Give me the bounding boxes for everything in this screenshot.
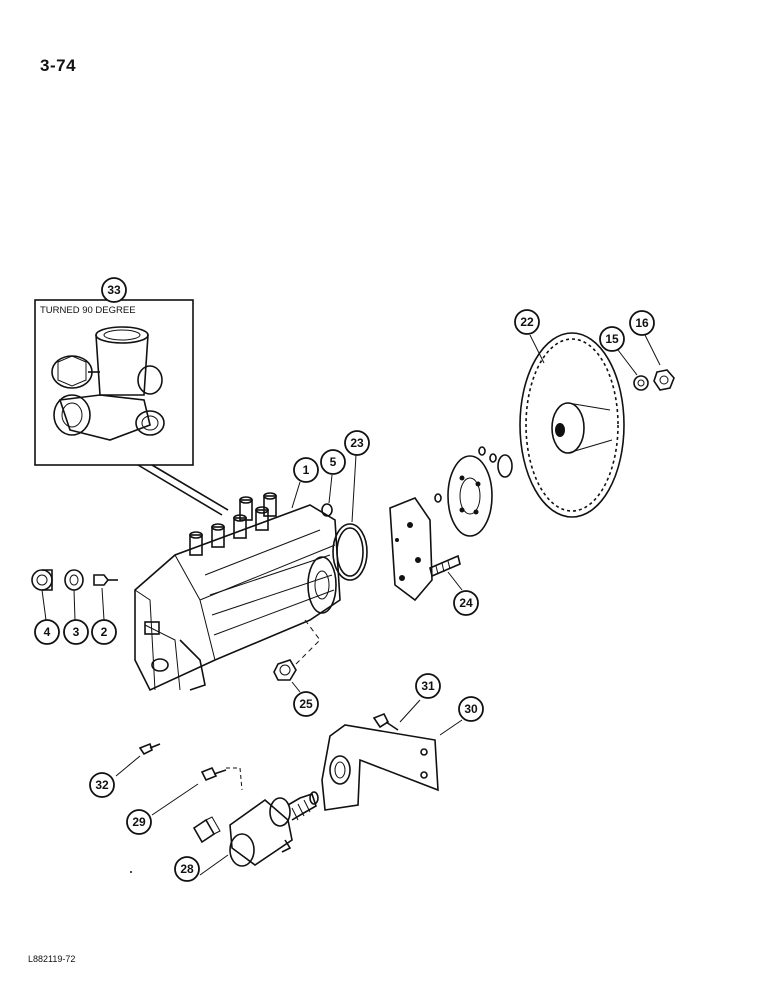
svg-text:4: 4 [44, 625, 51, 639]
stud [429, 554, 463, 591]
svg-text:23: 23 [350, 436, 364, 450]
inset-label: TURNED 90 DEGREE [40, 305, 136, 316]
svg-text:30: 30 [464, 702, 478, 716]
svg-text:1: 1 [303, 463, 310, 477]
svg-text:22: 22 [520, 315, 534, 329]
callout-3: 3 [63, 619, 89, 645]
callout-33: 33 [101, 277, 127, 303]
callout-16: 16 [629, 310, 655, 336]
callout-30: 30 [458, 696, 484, 722]
adapter-plate [389, 497, 433, 602]
svg-text:3: 3 [73, 625, 80, 639]
callout-4: 4 [34, 619, 60, 645]
callout-25: 25 [293, 691, 319, 717]
gasket-ring [332, 523, 368, 581]
svg-text:31: 31 [421, 679, 435, 693]
svg-text:28: 28 [180, 862, 194, 876]
svg-text:32: 32 [95, 778, 109, 792]
inset-turned-90-degree: TURNED 90 DEGREE [34, 299, 229, 516]
svg-text:29: 29 [132, 815, 146, 829]
plug [273, 659, 297, 681]
washer [633, 375, 649, 391]
solenoid-bolt [151, 766, 243, 816]
nut [653, 369, 675, 391]
callout-5: 5 [320, 449, 346, 475]
print-speck [130, 871, 132, 873]
fitting-illustration [51, 326, 165, 441]
callout-24: 24 [453, 590, 479, 616]
o-ring [321, 503, 333, 517]
svg-text:2: 2 [101, 625, 108, 639]
callout-28: 28 [174, 856, 200, 882]
svg-text:25: 25 [299, 697, 313, 711]
svg-text:15: 15 [605, 332, 619, 346]
callout-29: 29 [126, 809, 152, 835]
fitting-stack [31, 569, 118, 621]
svg-text:33: 33 [107, 283, 121, 297]
callout-2: 2 [91, 619, 117, 645]
drawing-code: L882119-72 [28, 954, 76, 964]
callout-1: 1 [293, 457, 319, 483]
screw [115, 742, 161, 777]
mounting-bracket [321, 719, 463, 811]
callout-31: 31 [415, 673, 441, 699]
callouts: 1 2 3 4 5 15 16 22 23 24 25 28 29 30 31 … [34, 277, 655, 882]
shutoff-solenoid [192, 791, 319, 876]
callout-15: 15 [599, 326, 625, 352]
page-number: 3-74 [40, 56, 77, 75]
callout-32: 32 [89, 772, 115, 798]
callout-22: 22 [514, 309, 540, 335]
delivery-valves [189, 492, 277, 556]
injection-pump [134, 492, 341, 692]
drive-gear [519, 332, 625, 518]
svg-text:5: 5 [330, 455, 337, 469]
svg-text:24: 24 [459, 596, 473, 610]
bolt [372, 699, 421, 731]
svg-text:16: 16 [635, 316, 649, 330]
callout-23: 23 [344, 430, 370, 456]
drive-hub [434, 446, 513, 537]
